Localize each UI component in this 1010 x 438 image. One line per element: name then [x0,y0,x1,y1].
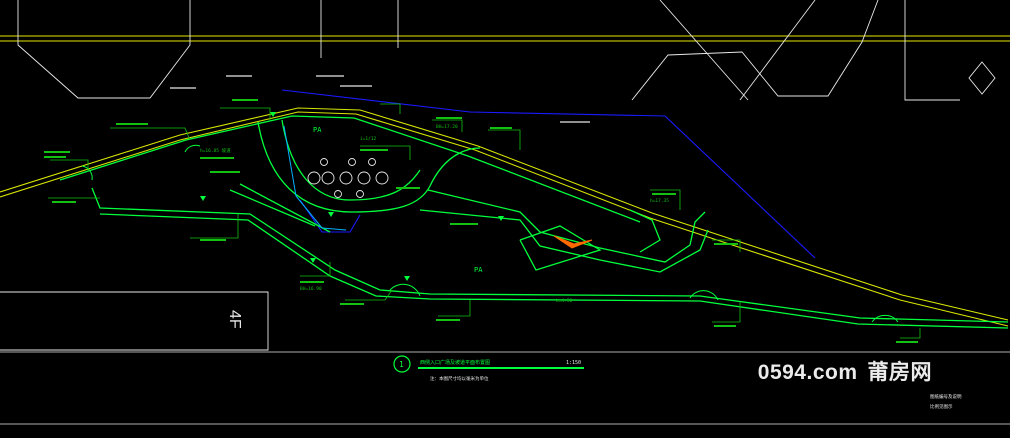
arc-5 [81,165,93,181]
level-markers [200,112,504,281]
ramp-rail-1 [229,189,316,227]
right-arch-line-a [659,0,749,101]
arc-1 [389,283,421,297]
fountain-dot-4 [334,190,342,198]
marker-6 [498,216,504,221]
leader-14 [380,103,401,114]
plaza-curve-inner [281,119,421,201]
tiny-label-6: L=4.50 [556,298,573,304]
leader-11 [650,189,681,210]
leader-2 [110,127,191,141]
leader-4 [300,262,331,277]
fountain-ring-5 [307,171,321,185]
arc-callouts [81,144,899,323]
leader-1 [50,159,89,170]
corner-note-1: 图纸编号及说明 [930,393,962,400]
hatched-area [553,235,593,249]
lower-ramp-green-2 [99,213,1009,329]
tiny-annotation-ticks [44,75,918,343]
marker-1 [200,196,206,201]
drawing-scale: 1:150 [566,360,581,366]
leader-3 [190,214,239,239]
floor-mark: 4F [226,310,243,329]
leader-lines [48,103,921,339]
tiny-label-4: h=17.35 [650,198,669,204]
blue-boundary-line [281,89,816,259]
fountain-ring-2 [339,171,353,185]
blue-inner-line [299,199,361,233]
lower-left-block [0,291,269,351]
title-block: 1 西侧入口广场及坡道平面布置图 1:150 注：本图尺寸均以毫米为单位 图纸编… [393,355,962,410]
ramp-rail-2 [239,183,331,233]
arc-3 [871,314,899,323]
fountain-circles [307,158,389,198]
ramp-edge-left [0,111,1009,327]
upper-ramp-green [59,115,641,223]
leader-10 [488,129,521,150]
ramp-outer-edges [0,107,1009,327]
leader-6 [438,300,471,317]
area-label-pa-1: PA [313,126,322,134]
left-octagon [17,0,191,99]
fountain-dot-2 [348,158,356,166]
drawing-note: 注：本图尺寸均以毫米为单位 [430,375,489,382]
fountain-ring-3 [357,171,371,185]
right-arch [631,0,879,101]
tiny-label-1: h=16.85 坡道 [200,147,231,154]
sheet-number: 1 [399,360,404,369]
leader-5 [345,289,393,301]
tiny-labels: h=16.85 坡道 i=1/12 BH=17.20 h=17.35 BH=16… [200,124,669,304]
sheet-number-circle [393,355,411,373]
diamond-mark [968,61,996,95]
lower-ramp-green [91,187,1009,323]
plaza-outlines [59,115,1009,329]
leader-9 [432,119,463,132]
watermark: 0594.com 莆房网 [758,356,932,386]
leader-7 [712,302,741,323]
leader-15 [360,145,411,160]
marker-4 [328,212,334,217]
leader-13 [220,107,271,120]
site-boundary [281,89,816,259]
inner-plaza [283,125,347,231]
arc-2 [689,290,719,301]
corner-note-2: 比例见图示 [930,403,953,410]
stair-block [519,225,602,271]
tiny-label-3: BH=17.20 [436,124,458,130]
fountain-dot-3 [368,158,376,166]
tiny-label-2: i=1/12 [360,136,377,142]
leader-8 [900,328,921,339]
right-corner [904,0,960,101]
mid-ramp [427,189,706,263]
fountain-dot-1 [320,158,328,166]
drawing-title: 西侧入口广场及坡道平面布置图 [420,359,490,366]
right-arch-line-b [739,0,816,101]
watermark-cn: 莆房网 [867,361,932,384]
ramp-edge-right [0,107,1009,321]
leader-12 [712,239,741,252]
marker-3 [404,276,410,281]
fountain-ring-1 [321,171,335,185]
right-zigzag [629,209,661,253]
background-linework [0,0,1010,353]
marker-5 [270,112,276,117]
fountain-dot-5 [356,190,364,198]
fountain-ring-4 [375,171,389,185]
arc-4 [184,144,201,153]
sheet-frame [0,35,1010,425]
cyan-edge [283,125,347,231]
plaza-curve [257,121,481,213]
mid-ramp-2 [419,209,709,273]
tiny-label-5: BH=16.90 [300,286,322,292]
marker-2 [310,258,316,263]
area-label-pa-2: PA [474,266,483,274]
watermark-latin: 0594.com [757,361,858,384]
